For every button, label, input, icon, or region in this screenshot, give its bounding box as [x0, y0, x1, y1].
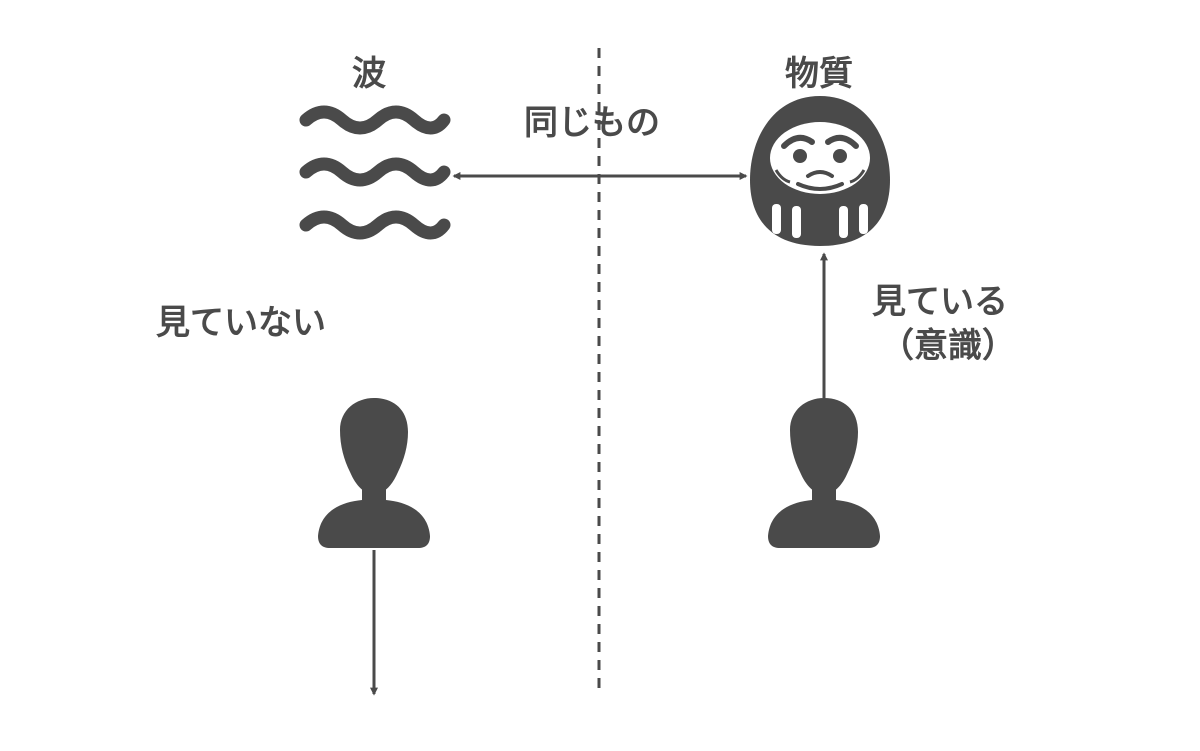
looking-label: 見ている	[872, 282, 1008, 322]
person-icon	[768, 398, 880, 548]
daruma-icon	[750, 96, 890, 246]
consciousness-label: （意識）	[880, 326, 1016, 366]
not-looking-label: 見ていない	[156, 303, 326, 343]
matter-label: 物質	[785, 54, 853, 94]
wave-label: 波	[352, 54, 386, 94]
wave-icon	[299, 105, 451, 240]
same-thing-label: 同じもの	[524, 103, 660, 143]
person-icon	[318, 398, 430, 548]
